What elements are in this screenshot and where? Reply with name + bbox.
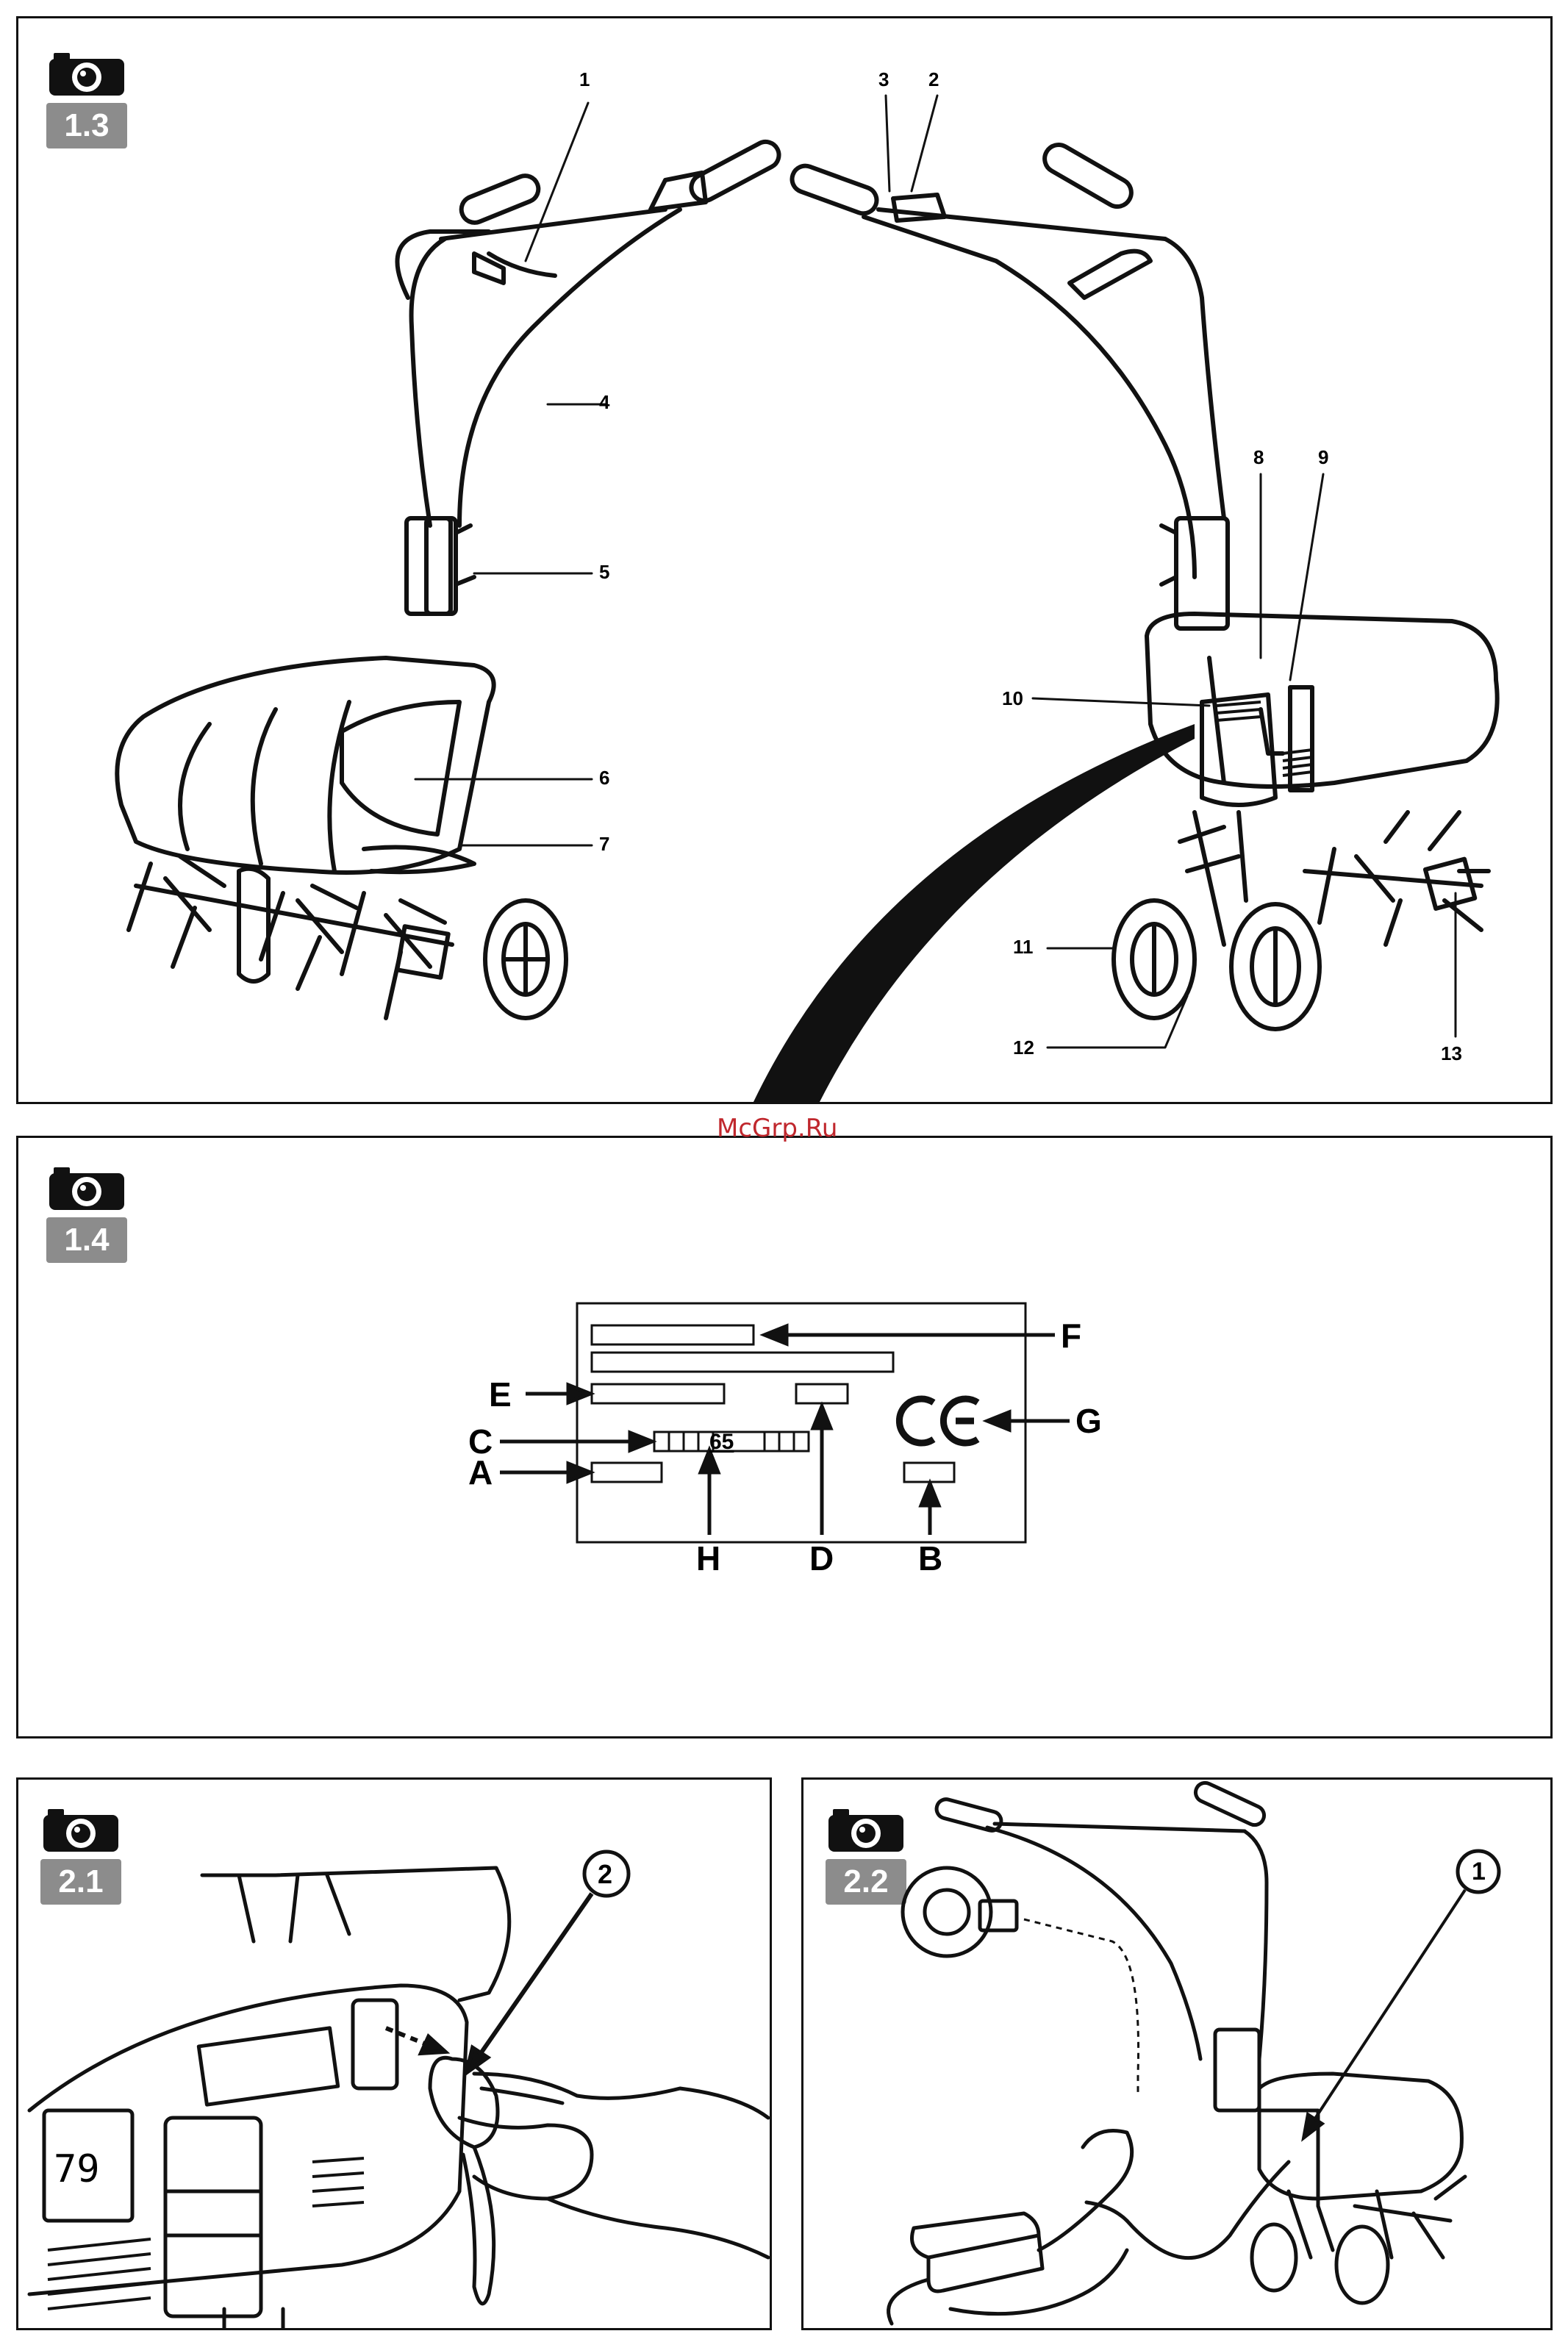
plate-label-f: F: [1061, 1316, 1081, 1356]
callout-7: 7: [599, 833, 609, 856]
plate-label-e: E: [489, 1375, 512, 1414]
callout-2: 2: [928, 68, 939, 91]
plate-serial-number: 65: [709, 1430, 734, 1455]
callout-12: 12: [1013, 1036, 1034, 1059]
tiller-illustration: [18, 18, 1550, 1102]
ce-mark-icon: [899, 1399, 978, 1443]
callout-8: 8: [1253, 446, 1264, 469]
rating-plate-diagram: [18, 1138, 1550, 1736]
callout-1: 1: [579, 68, 590, 91]
charger-connection-illustration: [803, 1780, 1550, 2328]
callout-6: 6: [599, 767, 609, 789]
plate-label-g: G: [1075, 1401, 1102, 1441]
callout-11: 11: [1013, 936, 1034, 959]
figure-panel-1-3: 1.3: [16, 16, 1553, 1104]
plate-label-d: D: [809, 1539, 834, 1578]
callout-2-circle: 2: [598, 1859, 612, 1890]
figure-panel-2-2: 2.2: [801, 1777, 1553, 2330]
callout-9: 9: [1318, 446, 1328, 469]
plate-label-a: A: [468, 1453, 493, 1492]
plate-label-b: B: [918, 1539, 942, 1578]
safety-key-insertion-illustration: [18, 1780, 770, 2328]
callout-4: 4: [599, 391, 609, 414]
plate-label-h: H: [696, 1539, 720, 1578]
figure-panel-1-4: 1.4: [16, 1136, 1553, 1738]
callout-13: 13: [1441, 1042, 1462, 1065]
callout-3: 3: [878, 68, 889, 91]
callout-10: 10: [1002, 687, 1023, 710]
callout-5: 5: [599, 561, 609, 584]
watermark-text: McGrp.Ru: [717, 1114, 837, 1143]
figure-panel-2-1: 2.1: [16, 1777, 772, 2330]
callout-1-circle: 1: [1472, 1858, 1486, 1886]
hour-meter-display: 79: [54, 2147, 100, 2191]
